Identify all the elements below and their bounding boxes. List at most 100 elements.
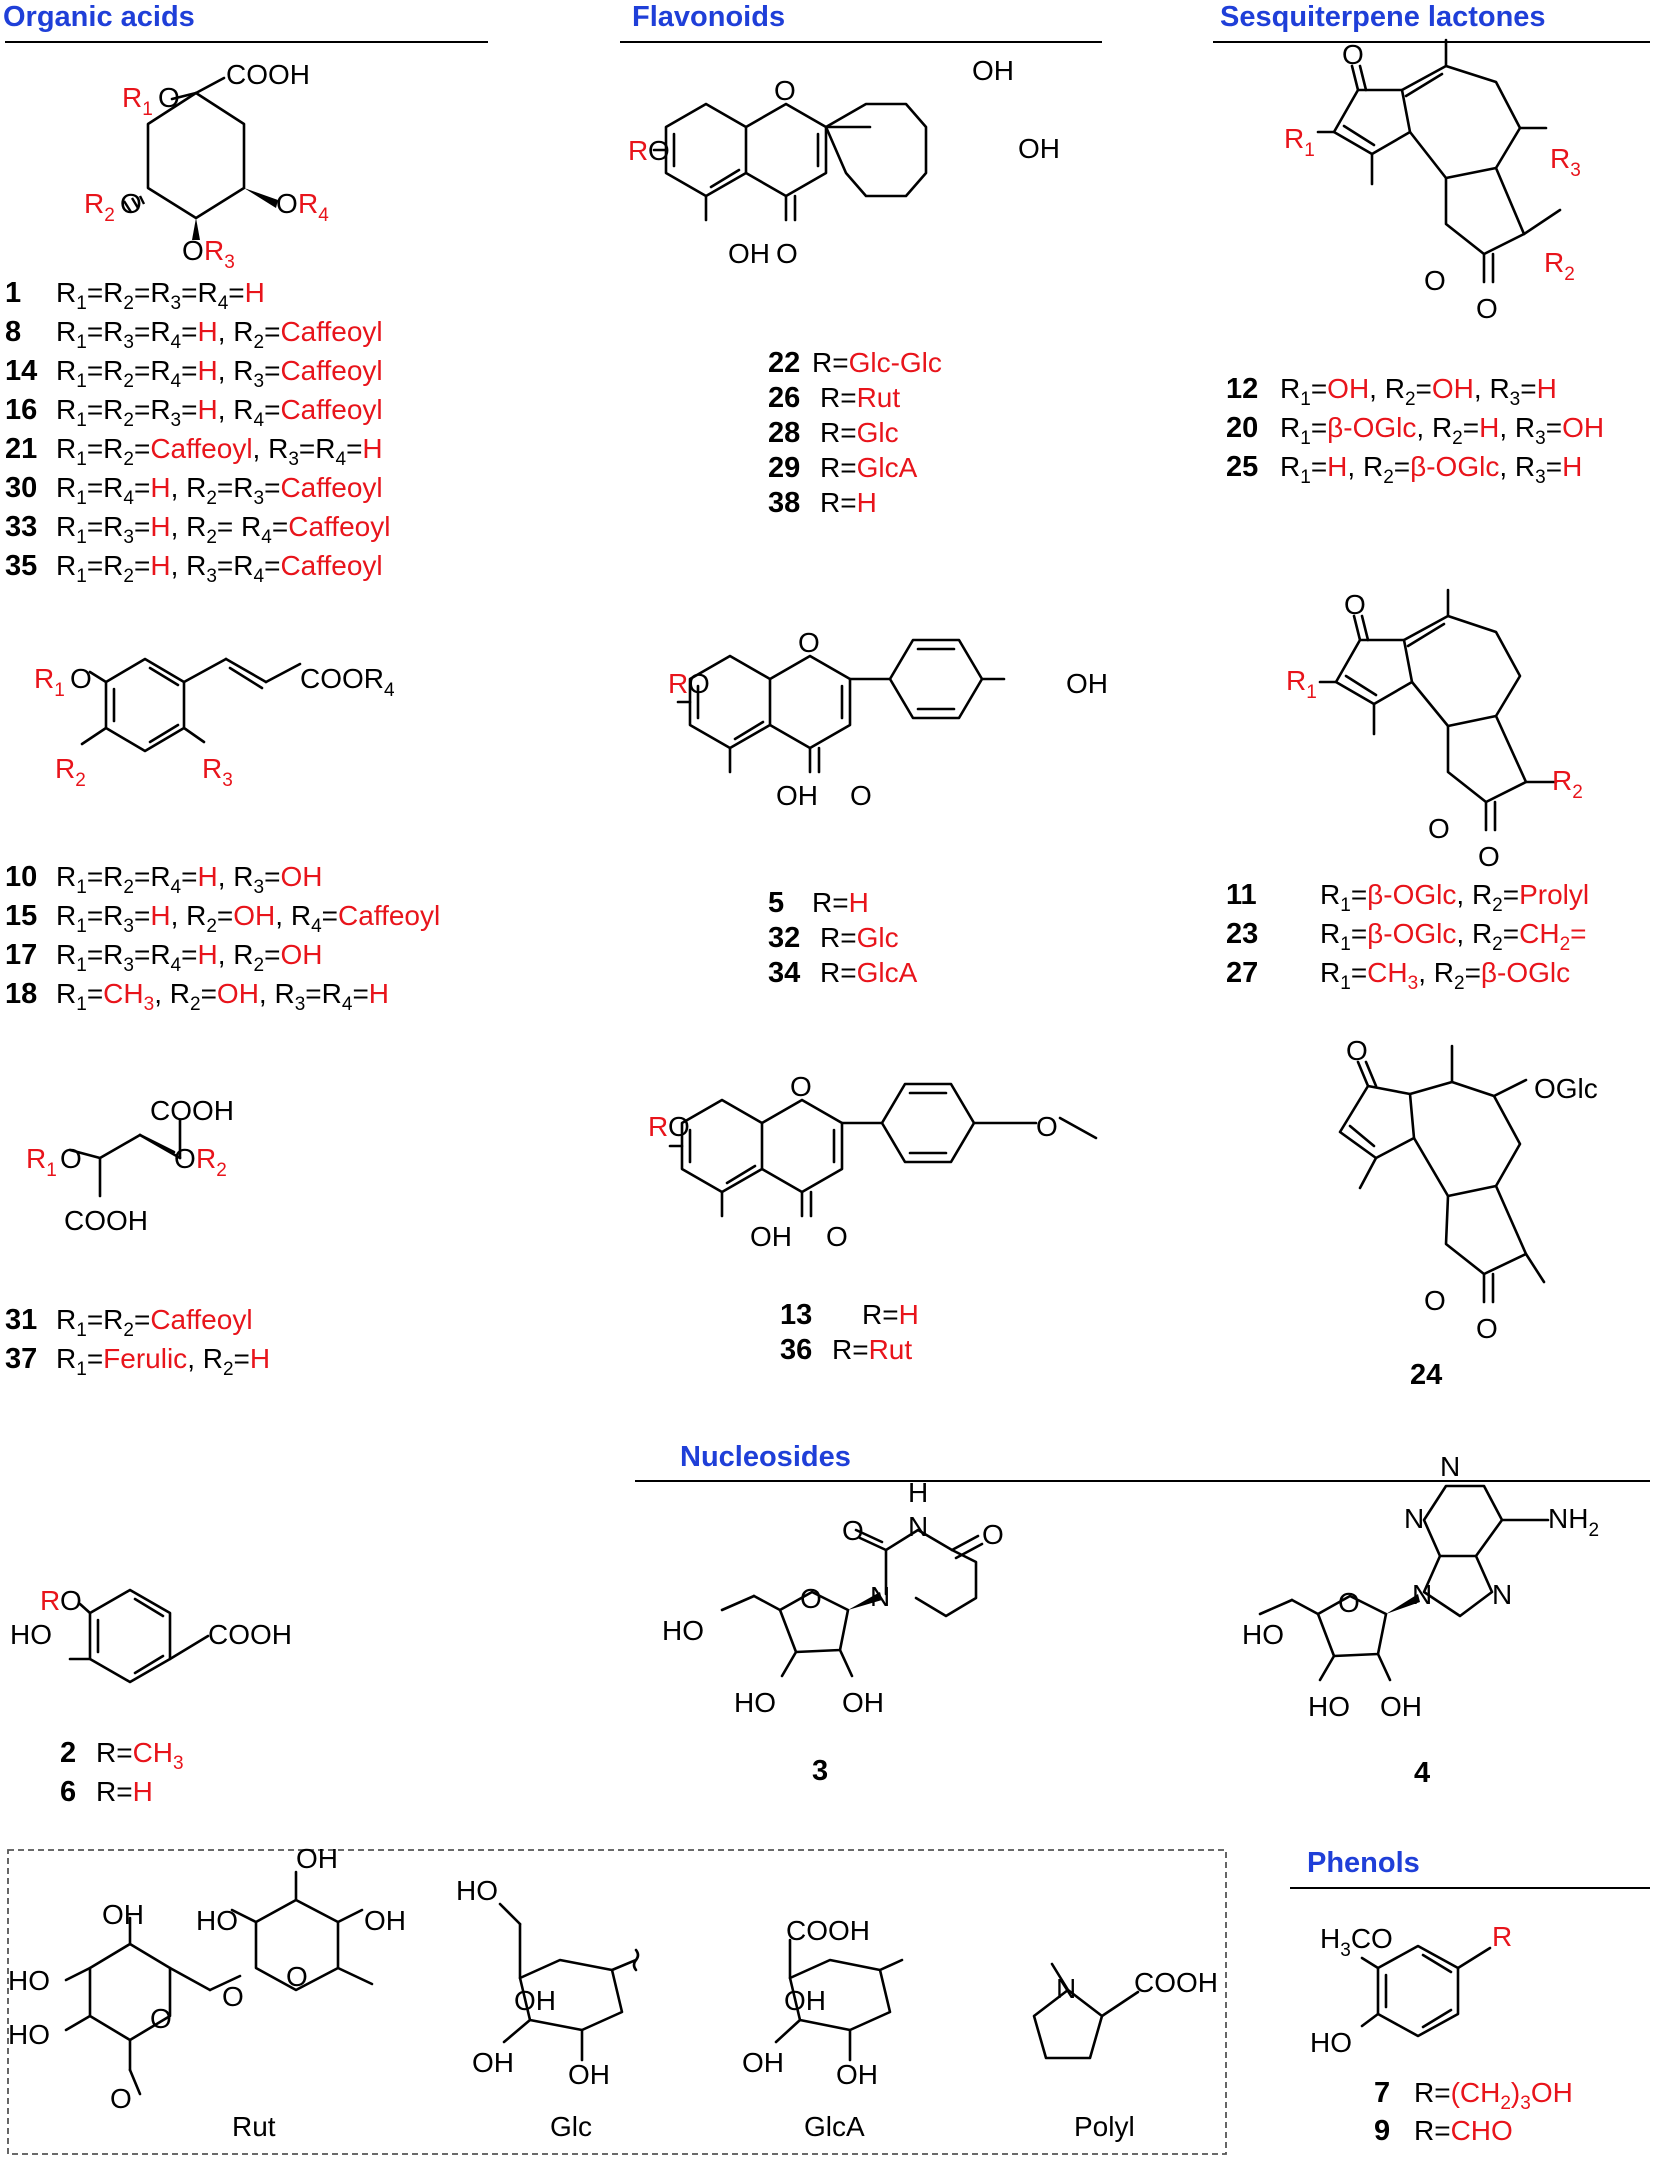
atom-o: O [668,1111,690,1142]
atom-o: O [174,1143,196,1174]
atom-o: O [842,1515,864,1546]
cinnamic-compound-list: 10 R1=R2=R4=H, R3=OH 15 R1=R3=H, R2=OH, … [5,861,440,1015]
atom-r2: R2 [84,188,115,226]
atom-cooh: COOH [208,1619,292,1650]
atom-o: O [1342,39,1364,70]
atom-oh: OH [836,2059,878,2090]
atom-o: O [120,188,142,219]
compound-number: 7 [1374,2077,1390,2109]
substituent-label: R=H [820,487,877,518]
atom-o: O [1478,841,1500,872]
sugar-box [7,1849,1227,2155]
compound-number: 18 [5,978,37,1010]
substituent-label: R=GlcA [820,957,918,988]
compound-number: 20 [1226,412,1258,444]
benzoic-compound-list: 2 R=CH3 6 R=H [60,1737,184,1808]
atom-oh: OH [776,780,818,811]
adenosine-structure: HO O N N N N NH2 HO OH [1242,1451,1599,1722]
compound-number: 21 [5,433,37,465]
atom-ho: HO [1242,1619,1284,1650]
atom-n: N [870,1581,890,1612]
compound-number: 37 [5,1343,37,1375]
substituent-label: R1=R3=R4=H, R2=Caffeoyl [56,316,383,353]
compound-number: 10 [5,861,37,893]
compound-number: 38 [768,487,800,519]
compound-number: 34 [768,957,800,989]
atom-nh2: NH2 [1548,1503,1599,1541]
atom-ho: HO [10,1619,52,1650]
substituent-label: R=CH3 [96,1737,184,1774]
atom-r3: R3 [1550,143,1581,181]
substituent-label: R1=R3=H, R2=OH, R4=Caffeoyl [56,900,440,937]
sesquiterpene-a-structure: O R1 R3 R2 O O [1284,38,1581,324]
atom-h: H [908,1477,928,1508]
atom-o: O [1344,589,1366,620]
compound-number: 33 [5,511,37,543]
atom-r: R [648,1111,668,1142]
atom-o: O [1424,1285,1446,1316]
compound-number: 2 [60,1737,76,1769]
atom-r1: R1 [26,1143,57,1181]
compound-number: 36 [780,1334,812,1366]
sugar-label-rut: Rut [232,2111,276,2142]
substituent-label: R1=CH3, R2=OH, R3=R4=H [56,978,389,1015]
atom-coor4: COOR4 [300,663,395,701]
quinic-acid-structure: COOH R1 O R2 O O R4 O R3 [84,59,329,273]
atom-o: O [110,2083,132,2114]
atom-r2: R2 [1544,247,1575,285]
substituent-label: R=Rut [832,1334,912,1365]
compound-number: 8 [5,316,21,348]
heading-organic-acids: Organic acids [3,1,195,33]
compound-number: 35 [5,550,37,582]
compound-number: 15 [5,900,37,932]
atom-oh: OH [296,1843,338,1874]
atom-o: O [688,668,710,699]
atom-n: N [1404,1503,1424,1534]
benzoic-acid-structure: R O HO COOH [10,1585,292,1684]
atom-cooh: COOH [1134,1967,1218,1998]
atom-o: O [222,1981,244,2012]
sesquiterpene-b-compound-list: 11 R1=β-OGlc, R2=Prolyl 23 R1=β-OGlc, R2… [1226,879,1589,994]
glucuronic-acid-structure: COOH OH OH OH [742,1915,904,2090]
atom-n: N [1056,1973,1076,2004]
compound-number: 1 [5,277,21,309]
atom-r1: R1 [122,82,153,120]
substituent-label: R=Rut [820,382,900,413]
heading-phenols: Phenols [1307,1847,1420,1879]
substituent-label: R1=CH3, R2=β-OGlc [1320,957,1570,994]
atom-oh: OH [514,1985,556,2016]
apigenin-compound-list: 5 R=H 32 R=Glc 34 R=GlcA [768,887,918,989]
compound-number: 25 [1226,451,1258,483]
atom-oh: OH [1380,1691,1422,1722]
atom-oh: OH [842,1687,884,1718]
atom-oh: OH [742,2047,784,2078]
substituent-label: R1=H, R2=β-OGlc, R3=H [1280,451,1582,488]
atom-r3: R3 [204,235,235,273]
substituent-label: R=H [812,887,869,918]
sugar-label-glca: GlcA [804,2111,865,2142]
atom-ho: HO [1308,1691,1350,1722]
atom-oh: OH [728,238,770,269]
glucose-structure: HO OH OH OH [456,1875,640,2090]
sesquiterpene-a-compound-list: 12 R1=OH, R2=OH, R3=H 20 R1=β-OGlc, R2=H… [1226,373,1604,488]
substituent-label: R1=R2=Caffeoyl, R3=R4=H [56,433,383,470]
atom-n: N [1492,1579,1512,1610]
atom-o: O [776,238,798,269]
atom-n: N [1440,1451,1460,1482]
atom-o: O [648,135,670,166]
compound-number: 14 [5,355,37,387]
atom-o: O [60,1585,82,1616]
atom-oh: OH [364,1905,406,1936]
atom-o: O [826,1221,848,1252]
substituent-label: R=Glc-Glc [812,347,942,378]
atom-o: O [1338,1587,1360,1618]
substituent-label: R1=β-OGlc, R2=Prolyl [1320,879,1589,916]
compound-number: 5 [768,887,784,919]
substituent-label: R1=R2=R3=H, R4=Caffeoyl [56,394,383,431]
compound-number: 32 [768,922,800,954]
acacetin-compound-list: 13 R=H 36 R=Rut [780,1299,919,1366]
substituent-label: R1=β-OGlc, R2=H, R3=OH [1280,412,1604,449]
heading-flavonoids: Flavonoids [632,1,785,33]
atom-r: R [40,1585,60,1616]
compound-number: 28 [768,417,800,449]
